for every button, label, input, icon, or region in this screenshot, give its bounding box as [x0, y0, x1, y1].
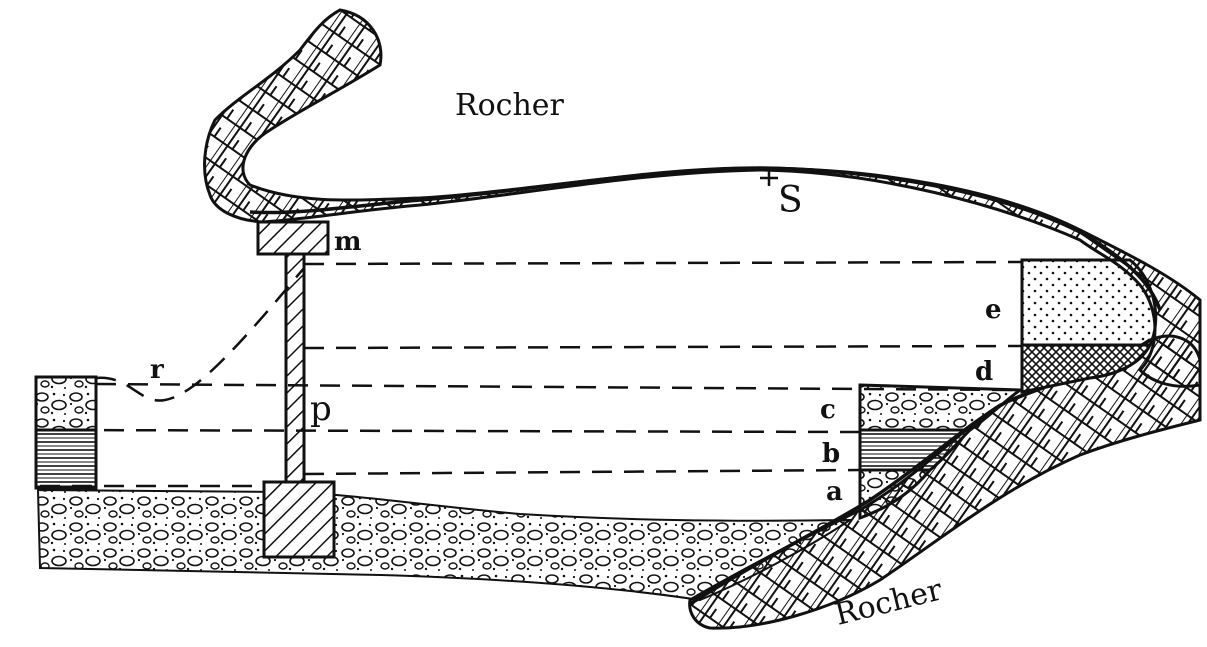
layer-a: [858, 468, 934, 521]
left-deposit-lower: [34, 428, 98, 490]
gravel-deposit: [36, 488, 854, 602]
profile-r: [95, 267, 305, 402]
label-m: m: [334, 227, 362, 257]
water-levels: [39, 260, 1023, 488]
wall-block-m: [256, 220, 330, 256]
level-d: [303, 344, 1023, 350]
label-s: S: [778, 180, 803, 221]
label-a: a: [826, 477, 843, 507]
layer-d: [1020, 343, 1153, 394]
label-b: b: [822, 439, 840, 469]
pillar-base: [262, 480, 336, 559]
level-e: [303, 260, 1023, 266]
label-rocher-top: Rocher: [455, 88, 565, 123]
label-p: p: [310, 389, 332, 429]
label-r: r: [150, 355, 164, 385]
label-c: c: [820, 395, 836, 425]
label-e: e: [985, 295, 1002, 325]
level-b: [39, 428, 861, 434]
layer-e: [1020, 258, 1158, 347]
cave-ceiling-contour: [249, 166, 1162, 311]
label-d: d: [975, 357, 993, 387]
level-a1: [303, 468, 861, 476]
level-c: [95, 382, 1021, 392]
rock-floor: [688, 334, 1202, 630]
left-deposit-upper: [34, 375, 98, 432]
